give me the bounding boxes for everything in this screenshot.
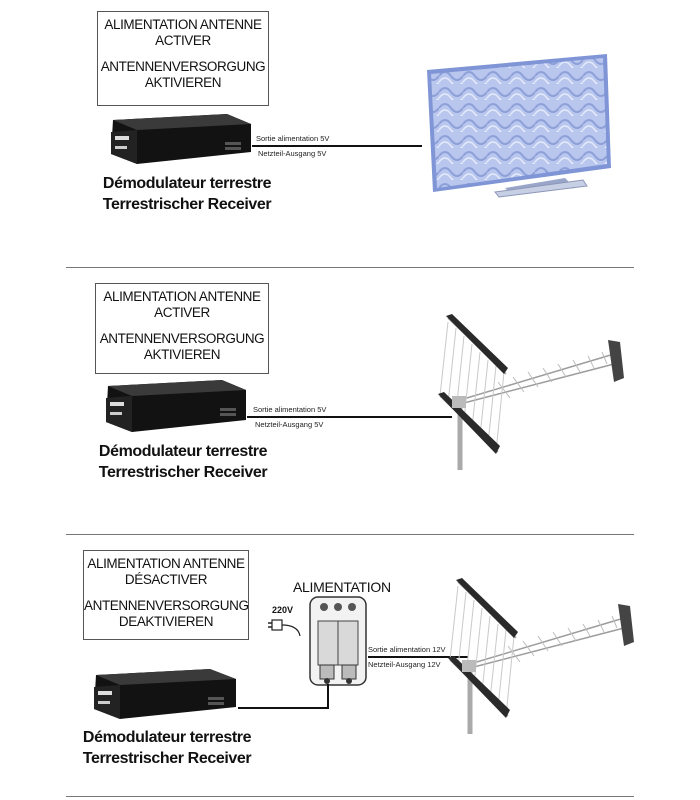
info-line: AKTIVIEREN [143,347,221,362]
section-divider [66,267,634,268]
info-box-3: ALIMENTATION ANTENNE DÉSACTIVER ANTENNEN… [83,550,249,640]
info-box-1: ALIMENTATION ANTENNE ACTIVER ANTENNENVER… [97,11,269,106]
cable-label-power: Sortie alimentation 12V [368,645,446,654]
coax-cable [247,416,452,418]
info-line: DÉSACTIVER [124,572,208,587]
outdoor-yagi-antenna-icon [448,578,634,734]
receiver-caption: Démodulateur terrestre Terrestrischer Re… [98,443,268,481]
info-line: ANTENNENVERSORGUNG [100,59,266,74]
info-line: ANTENNENVERSORGUNG [84,598,249,613]
coax-cable [368,656,468,658]
section-divider [66,534,634,535]
section-divider [66,796,634,797]
mains-plug-icon [268,619,301,637]
receiver-icon [106,380,246,432]
receiver-caption: Démodulateur terrestre Terrestrischer Re… [102,175,272,213]
cable-label-power-de: Netzteil-Ausgang 12V [368,660,441,669]
coax-cable [252,145,422,147]
cable-label-power: Sortie alimentation 5V [253,405,327,414]
receiver-icon [94,669,236,719]
info-line: ALIMENTATION ANTENNE [104,17,262,32]
coax-cable [327,684,329,709]
info-line: ALIMENTATION ANTENNE [87,556,245,571]
outdoor-yagi-antenna-icon [438,314,624,470]
receiver-icon [111,114,251,164]
info-line: ANTENNENVERSORGUNG [99,331,265,346]
indoor-panel-antenna-icon [427,54,611,198]
info-box-2: ALIMENTATION ANTENNE ACTIVER ANTENNENVER… [95,283,269,374]
cable-label-power-de: Netzteil-Ausgang 5V [258,149,327,158]
mains-voltage-label: 220V [272,605,294,615]
cable-label-power-de: Netzteil-Ausgang 5V [255,420,324,429]
power-supply-icon [309,596,367,686]
info-line: ALIMENTATION ANTENNE [103,289,261,304]
info-line: ACTIVER [155,33,211,48]
info-line: ACTIVER [154,305,210,320]
coax-cable [238,707,328,709]
info-line: AKTIVIEREN [144,75,222,90]
power-supply-title: ALIMENTATION [293,579,391,595]
cable-label-power: Sortie alimentation 5V [256,134,330,143]
receiver-caption: Démodulateur terrestre Terrestrischer Re… [82,729,252,767]
info-line: DEAKTIVIEREN [118,614,214,629]
